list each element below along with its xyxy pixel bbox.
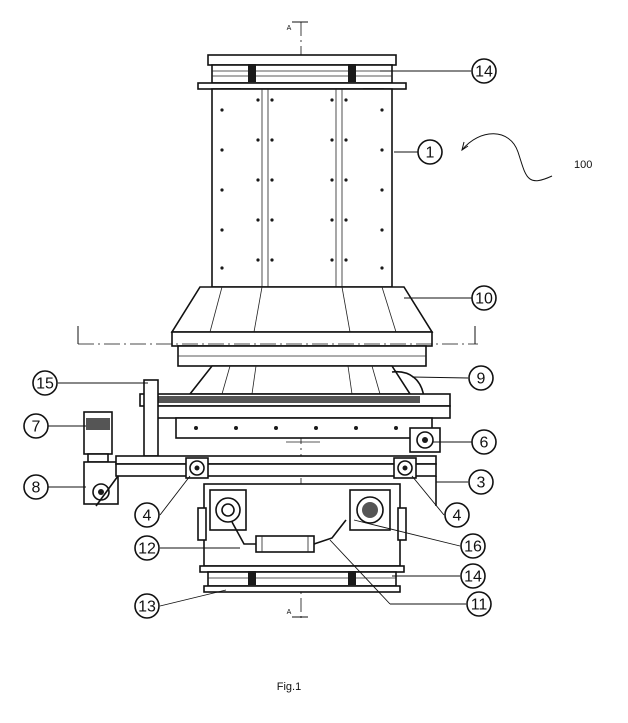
callout-14-bottom xyxy=(460,563,486,589)
callout-label: 14 xyxy=(464,569,482,586)
callout-label: 4 xyxy=(453,508,462,525)
shell-body xyxy=(211,88,393,288)
callout-9 xyxy=(468,365,494,391)
callout-label: 15 xyxy=(36,376,54,393)
callout-8 xyxy=(23,474,49,500)
callout-label: 6 xyxy=(480,435,489,452)
callout-13 xyxy=(134,593,160,619)
callout-10 xyxy=(471,285,497,311)
callout-label: 14 xyxy=(475,64,493,81)
callout-label: 7 xyxy=(32,419,41,436)
pinion-bearing xyxy=(409,427,441,453)
callout-11 xyxy=(466,591,492,617)
callout-4-right xyxy=(444,502,470,528)
callout-4-left xyxy=(134,502,160,528)
guide-post xyxy=(143,379,159,457)
figure-caption: Fig.1 xyxy=(277,681,301,693)
callout-12 xyxy=(134,535,160,561)
callout-14-top xyxy=(471,58,497,84)
callout-label: 8 xyxy=(32,480,41,497)
callout-label: 13 xyxy=(138,599,156,616)
callout-label: 3 xyxy=(477,475,486,492)
callout-label: 1 xyxy=(426,145,435,162)
bottom-flange xyxy=(199,565,405,593)
leader-lines xyxy=(48,70,553,607)
callout-16 xyxy=(460,533,486,559)
callout-3 xyxy=(468,469,494,495)
callout-label: 4 xyxy=(143,508,152,525)
section-mark-top: A xyxy=(287,25,292,32)
section-mark-bottom: A xyxy=(287,609,292,616)
lower-housing xyxy=(197,483,407,567)
hopper-cone xyxy=(170,286,434,367)
drive-motor xyxy=(83,411,113,463)
callout-label: 16 xyxy=(464,539,482,556)
callout-6 xyxy=(471,429,497,455)
callout-15 xyxy=(32,370,58,396)
callout-label: 11 xyxy=(471,597,488,614)
callout-1 xyxy=(417,139,443,165)
callout-label: 12 xyxy=(138,541,156,558)
callout-label: 10 xyxy=(475,291,493,308)
callout-label: 9 xyxy=(477,371,486,388)
gear-ring xyxy=(139,393,451,443)
callout-7 xyxy=(23,413,49,439)
support-roller-right xyxy=(393,457,417,479)
support-roller-left xyxy=(185,457,209,479)
callout-balloons: 14 1 10 9 15 7 6 8 3 4 4 12 16 14 13 11 xyxy=(23,58,497,619)
assembly-reference: 100 xyxy=(574,159,592,171)
